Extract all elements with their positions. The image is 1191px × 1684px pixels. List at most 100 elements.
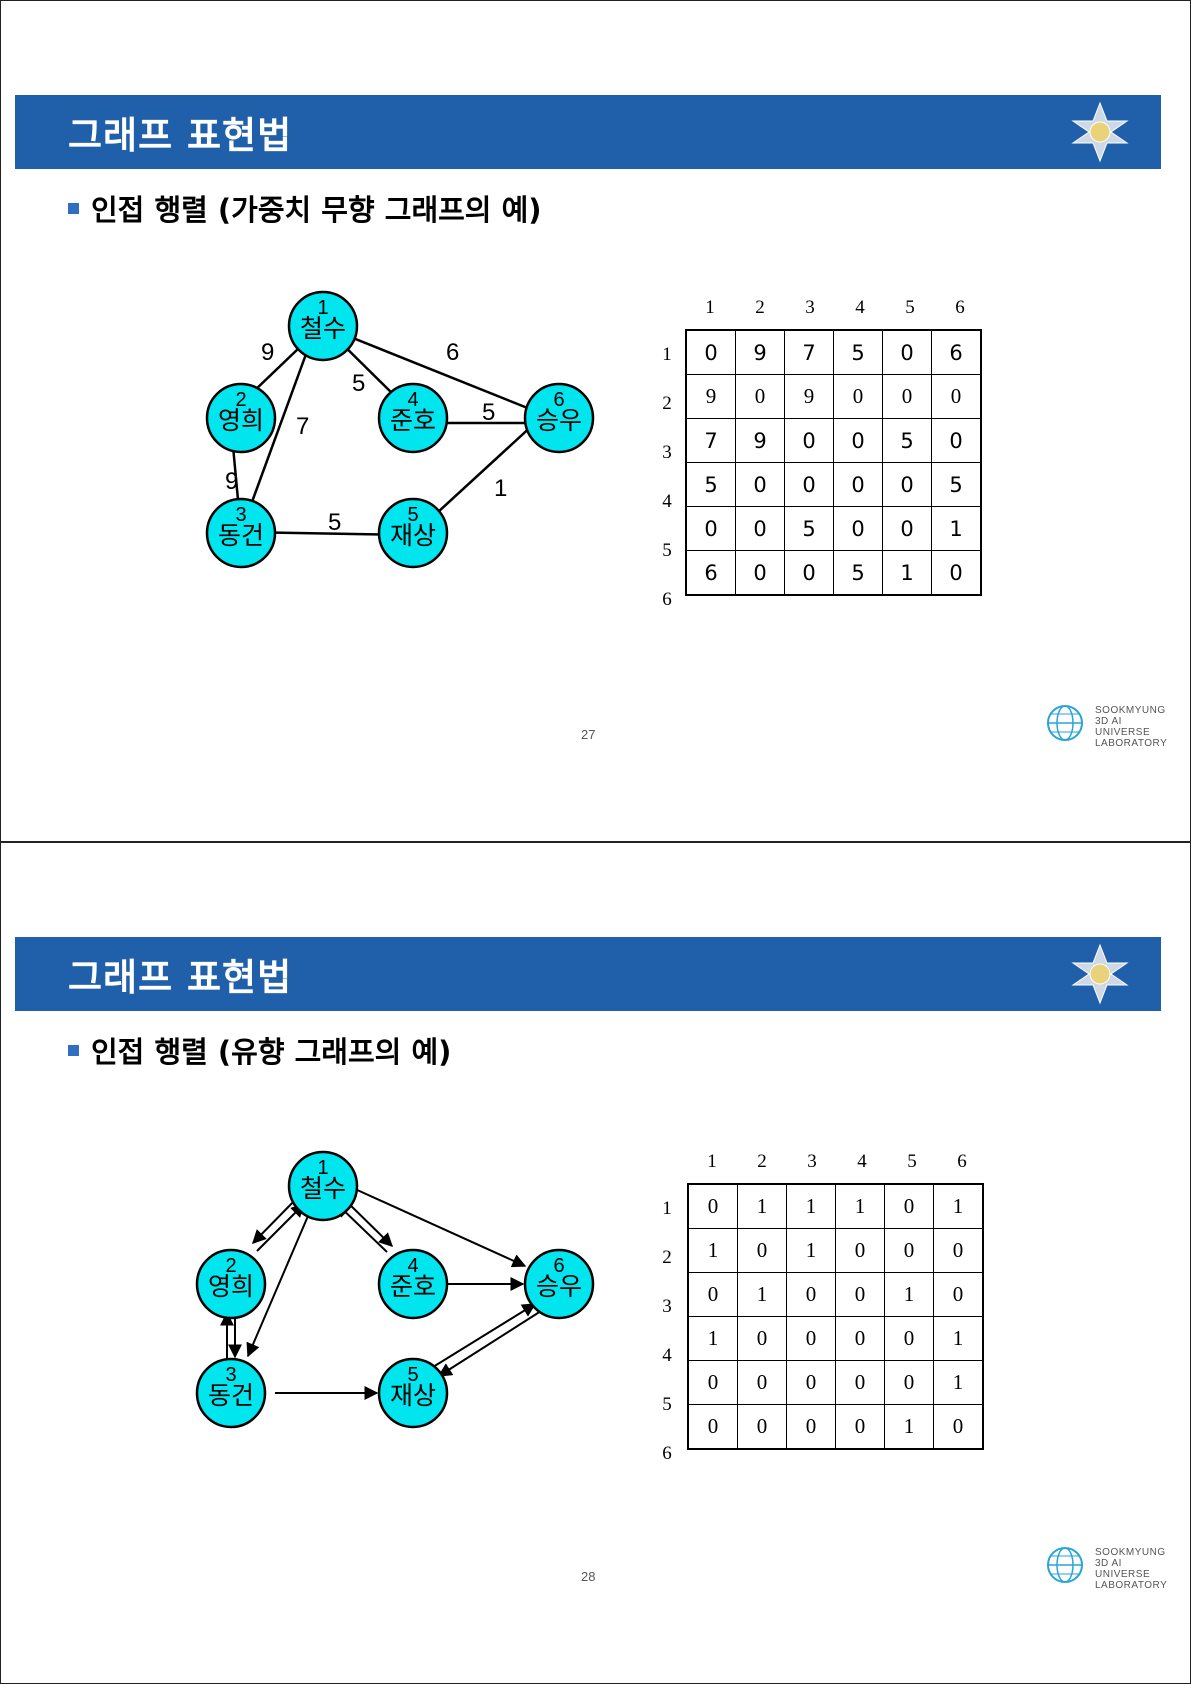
node-num: 5	[407, 504, 418, 526]
matrix-table: 0 9 7 5 0 6 9 0 9 0 0 0 7 9 0 0 5 0	[685, 329, 982, 596]
arc-1-3	[246, 1201, 315, 1358]
matrix-cell: 0	[882, 374, 932, 419]
matrix-cell: 5	[685, 462, 736, 507]
row-header: 6	[662, 1443, 672, 1464]
row-header: 3	[662, 442, 672, 463]
adjacency-matrix: 1 2 3 4 5 6 1 2 3 4 5 6 0 9 7 5 0 6 9 0 …	[651, 297, 991, 617]
matrix-cell: 0	[882, 462, 932, 507]
matrix-cell: 0	[784, 462, 834, 507]
node-label: 동건	[208, 1382, 254, 1410]
matrix-cell: 0	[784, 418, 834, 463]
table-row: 6 0 0 5 1 0	[685, 550, 982, 596]
matrix-cell: 0	[735, 550, 785, 596]
matrix-cell: 1	[884, 1272, 934, 1317]
node-num: 4	[407, 389, 418, 411]
bullet-icon	[68, 1044, 79, 1056]
table-row: 1 0 1 0 0 0	[687, 1228, 984, 1273]
university-emblem-icon	[1071, 943, 1129, 1005]
col-header: 2	[757, 1151, 767, 1172]
subtitle-text: 인접 행렬 (가중치 무향 그래프의 예)	[91, 193, 542, 227]
node-num: 1	[317, 1157, 328, 1179]
node-num: 4	[407, 1255, 418, 1277]
weight-1-3: 7	[296, 413, 309, 440]
matrix-cell: 1	[933, 1316, 984, 1361]
col-header: 5	[905, 297, 915, 318]
matrix-cell: 1	[884, 1404, 934, 1450]
matrix-cell: 0	[784, 550, 834, 596]
matrix-cell: 0	[835, 1360, 885, 1405]
matrix-cell: 0	[786, 1360, 836, 1405]
globe-icon	[1047, 705, 1083, 741]
node-2	[195, 1248, 267, 1320]
node-label: 철수	[300, 1175, 346, 1203]
node-label: 승우	[536, 407, 582, 435]
matrix-cell: 0	[786, 1404, 836, 1450]
node-num: 5	[407, 1364, 418, 1386]
edge-1-3	[239, 334, 315, 533]
matrix-cell: 0	[737, 1228, 787, 1273]
table-row: 0 9 7 5 0 6	[685, 329, 982, 375]
arc-1-6	[354, 1188, 527, 1268]
matrix-cell: 9	[784, 374, 834, 419]
matrix-cell: 1	[835, 1183, 885, 1229]
matrix-cell: 0	[884, 1316, 934, 1361]
matrix-cell: 0	[933, 1404, 984, 1450]
matrix-cell: 0	[737, 1404, 787, 1450]
table-row: 0 0 5 0 0 1	[685, 506, 982, 551]
col-header: 4	[855, 297, 865, 318]
bullet-icon	[68, 202, 79, 214]
title-bar: 그래프 표현법	[15, 937, 1161, 1011]
node-num: 1	[317, 297, 328, 319]
lab-line: LABORATORY	[1095, 738, 1168, 749]
arc-1-2	[252, 1195, 300, 1245]
matrix-cell: 1	[931, 506, 982, 551]
matrix-cell: 0	[786, 1272, 836, 1317]
matrix-cell: 0	[835, 1272, 885, 1317]
matrix-cell: 0	[687, 1360, 738, 1405]
matrix-cell: 5	[882, 418, 932, 463]
slide-title: 그래프 표현법	[68, 956, 293, 999]
node-label: 재상	[390, 1382, 436, 1410]
matrix-cell: 9	[685, 374, 736, 419]
col-header: 5	[907, 1151, 917, 1172]
weight-4-6: 5	[482, 399, 495, 426]
node-2	[205, 382, 277, 454]
matrix-table: 0 1 1 1 0 1 1 0 1 0 0 0 0 1 0 0 1 0	[687, 1183, 984, 1450]
row-header: 2	[662, 1247, 672, 1268]
lab-logo: SOOKMYUNG 3D AI UNIVERSE LABORATORY	[1045, 703, 1175, 749]
arc-2-1	[256, 1203, 305, 1252]
node-num: 2	[225, 1255, 236, 1277]
node-label: 준호	[390, 407, 436, 435]
row-header: 3	[662, 1296, 672, 1317]
subtitle-text: 인접 행렬 (유향 그래프의 예)	[91, 1035, 452, 1069]
matrix-cell: 1	[786, 1228, 836, 1273]
node-4	[377, 1248, 449, 1320]
matrix-cell: 0	[933, 1228, 984, 1273]
row-header: 1	[662, 344, 672, 365]
directed-graph: 1 철수 2 영희 3 동건 4 준호 5 재상 6 승우	[195, 1150, 595, 1429]
matrix-cell: 7	[685, 418, 736, 463]
matrix-cell: 0	[833, 418, 883, 463]
node-label: 영희	[218, 407, 264, 435]
matrix-cell: 9	[735, 418, 785, 463]
matrix-cell: 7	[784, 329, 834, 375]
weight-1-4: 5	[352, 370, 365, 397]
col-header: 4	[857, 1151, 867, 1172]
matrix-cell: 0	[833, 506, 883, 551]
slide-title: 그래프 표현법	[68, 114, 293, 157]
weight-2-3: 9	[225, 468, 238, 495]
matrix-cell: 0	[735, 374, 785, 419]
matrix-cell: 0	[884, 1360, 934, 1405]
node-6	[523, 1248, 595, 1320]
matrix-cell: 0	[735, 506, 785, 551]
slide-subtitle: 인접 행렬 (가중치 무향 그래프의 예)	[68, 187, 542, 229]
matrix-cell: 1	[737, 1183, 787, 1229]
matrix-cell: 6	[685, 550, 736, 596]
matrix-cell: 0	[835, 1228, 885, 1273]
node-1	[287, 290, 359, 362]
globe-icon	[1047, 1547, 1083, 1583]
matrix-cell: 0	[685, 329, 736, 375]
lab-line: 3D AI UNIVERSE	[1095, 1558, 1151, 1580]
node-label: 재상	[390, 522, 436, 550]
slide-28: 그래프 표현법 인접 행렬 (유향 그래프의 예)	[0, 842, 1191, 1684]
